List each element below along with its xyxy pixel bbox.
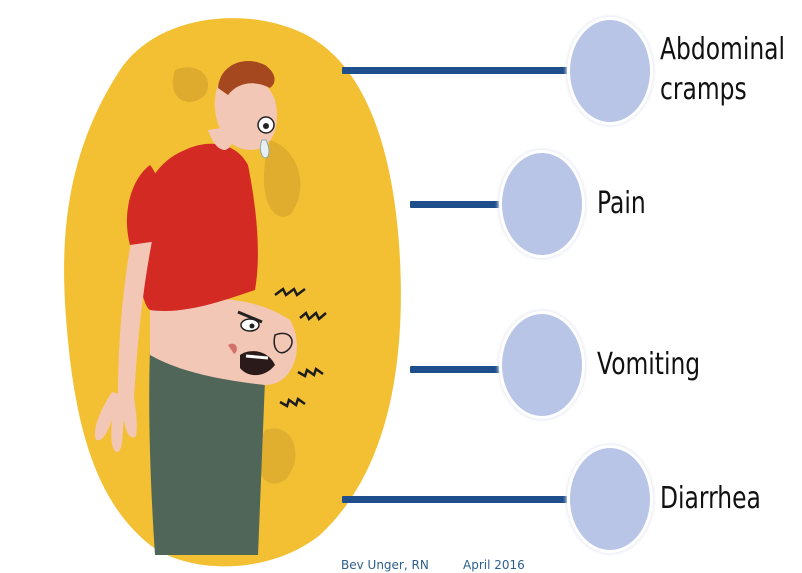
symptom-label-3: Vomiting	[597, 345, 700, 385]
drip	[260, 140, 269, 158]
connector-line-3	[410, 366, 506, 373]
footer-date: April 2016	[463, 558, 525, 572]
symptom-bubble-2	[502, 153, 582, 255]
symptom-label-4: Diarrhea	[660, 479, 761, 519]
stomach-ache-illustration	[0, 0, 420, 573]
footer-author: Bev Unger, RN	[341, 558, 429, 572]
slide-footer: Bev Unger, RN April 2016	[0, 557, 802, 573]
symptom-label-line: Diarrhea	[660, 479, 761, 519]
connector-line-2	[410, 201, 506, 208]
symptom-label-line: cramps	[660, 70, 785, 110]
symptom-label-2: Pain	[597, 184, 646, 224]
symptom-bubble-3	[502, 314, 582, 416]
connector-line-1	[342, 67, 574, 74]
symptom-label-line: Pain	[597, 184, 646, 224]
symptom-label-line: Abdominal	[660, 30, 785, 70]
symptom-label-1: Abdominal cramps	[660, 30, 785, 110]
symptom-bubble-4	[570, 448, 650, 550]
connector-line-4	[342, 496, 574, 503]
symptom-label-line: Vomiting	[597, 345, 700, 385]
symptom-bubble-1	[570, 20, 650, 122]
